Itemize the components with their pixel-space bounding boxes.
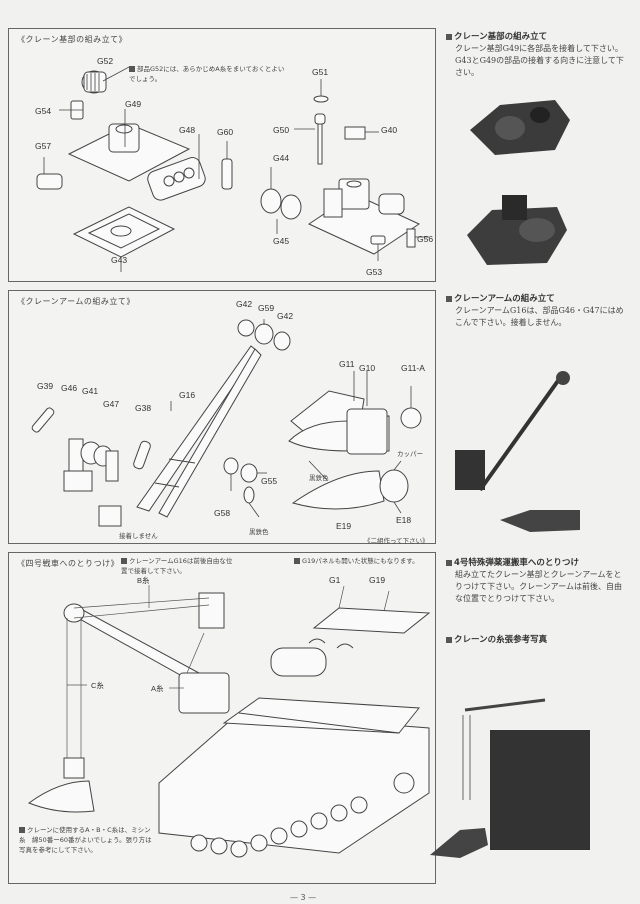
sidebar-title-attach: 4号特殊弾薬運搬車へのとりつけ (446, 556, 579, 568)
part-label-g54: G54 (35, 106, 52, 116)
part-label-g56: G56 (417, 234, 434, 244)
part-label-g45: G45 (273, 236, 290, 246)
no-glue-note: 接着しません (119, 532, 158, 540)
panel-crane-arm: 《クレーンアームの組み立て》 (8, 290, 436, 545)
panel-title: 《クレーン基部の組み立て》 (17, 35, 128, 44)
sidebar-text-crane-base: クレーン基部G49に各部品を接着して下さい。G43とG49の部品の接着する向きに… (455, 44, 624, 77)
part-label-g57: G57 (35, 141, 52, 151)
photo-crane-base-top (460, 90, 575, 160)
arm-position-note: クレーンアームG16は前後自由な位置で接着して下さい。 (121, 557, 233, 575)
panel-crane-base: 《クレーン基部の組み立て》 部品G52には、あらかじめA糸をまいておくとよいでし… (8, 28, 436, 282)
photo-crane-base-bottom (462, 185, 572, 270)
panel-title: 《クレーンアームの組み立て》 (17, 297, 135, 306)
part-label-g16: G16 (179, 390, 196, 400)
page-number: — 3 — (290, 893, 317, 902)
thread-note: クレーンに使用するA・B・C糸は、ミシン糸 綿50番ー60番がよいでしょう。張り… (19, 826, 152, 854)
string-label-b: B糸 (137, 576, 150, 585)
part-label-g40: G40 (381, 125, 398, 135)
part-label-g49: G49 (125, 99, 142, 109)
part-label-g41: G41 (82, 386, 99, 396)
part-label-g10: G10 (359, 363, 376, 373)
color-note-gunmetal-2: 黒鉄色 (249, 528, 269, 536)
part-label-g43: G43 (111, 255, 128, 265)
part-label-g19: G19 (369, 575, 386, 585)
part-label-g55: G55 (261, 476, 278, 486)
part-label-g42-b: G42 (277, 311, 294, 321)
part-label-g60: G60 (217, 127, 234, 137)
part-label-e19: E19 (336, 521, 352, 531)
sidebar-text-crane-arm: クレーンアームG16は、部品G46・G47にはめこんで下さい。接着しません。 (455, 306, 624, 327)
panel-attach-to-tank: 《四号戦車へのとりつけ》 クレーンアームG16は前後自由な位置で接着して下さい。… (8, 552, 436, 884)
part-label-g46: G46 (61, 383, 78, 393)
make-two-note: 《二組作って下さい》 (364, 537, 429, 545)
part-label-g1: G1 (329, 575, 341, 585)
panel-title: 《四号戦車へのとりつけ》 (17, 559, 120, 568)
photo-crane-arm (445, 370, 590, 545)
color-note-gunmetal-1: 黒鉄色 (309, 474, 329, 482)
assembly-note: 部品G52には、あらかじめA糸をまいておくとよいでしょう。 (129, 65, 285, 83)
sidebar-text-attach: 組み立てたクレーン基部とクレーンアームをとりつけて下さい。クレーンアームは前後、… (455, 570, 622, 603)
part-label-g44: G44 (273, 153, 290, 163)
part-label-g52: G52 (97, 56, 114, 66)
part-label-e18: E18 (396, 515, 412, 525)
part-label-g42-a: G42 (236, 299, 253, 309)
part-label-g53: G53 (366, 267, 383, 277)
crane-base-diagram (36, 66, 429, 272)
tank-assembly-diagram (27, 585, 431, 858)
part-label-g11a: G11-A (401, 363, 425, 373)
part-label-g47: G47 (103, 399, 120, 409)
sidebar-title-crane-base: クレーン基部の組み立て (446, 30, 547, 42)
part-label-g50: G50 (273, 125, 290, 135)
part-label-g48: G48 (179, 125, 196, 135)
part-label-g11: G11 (339, 359, 355, 369)
part-label-g39: G39 (37, 381, 54, 391)
sidebar-title-crane-arm: クレーンアームの組み立て (446, 292, 555, 304)
part-label-g58: G58 (214, 508, 231, 518)
string-label-a: A糸 (151, 684, 164, 693)
crane-arm-diagram (31, 319, 422, 527)
photo-crane-string-reference (430, 680, 590, 860)
color-note-copper: カッパー (397, 450, 423, 458)
sidebar-title-string-photo: クレーンの糸張参考写真 (446, 633, 547, 645)
panel-open-note: G19パネルも開いた状態にもなります。 (294, 556, 434, 566)
part-label-g51: G51 (312, 67, 329, 77)
part-label-g38: G38 (135, 403, 152, 413)
part-label-g59: G59 (258, 303, 275, 313)
string-label-c: C糸 (91, 681, 104, 690)
